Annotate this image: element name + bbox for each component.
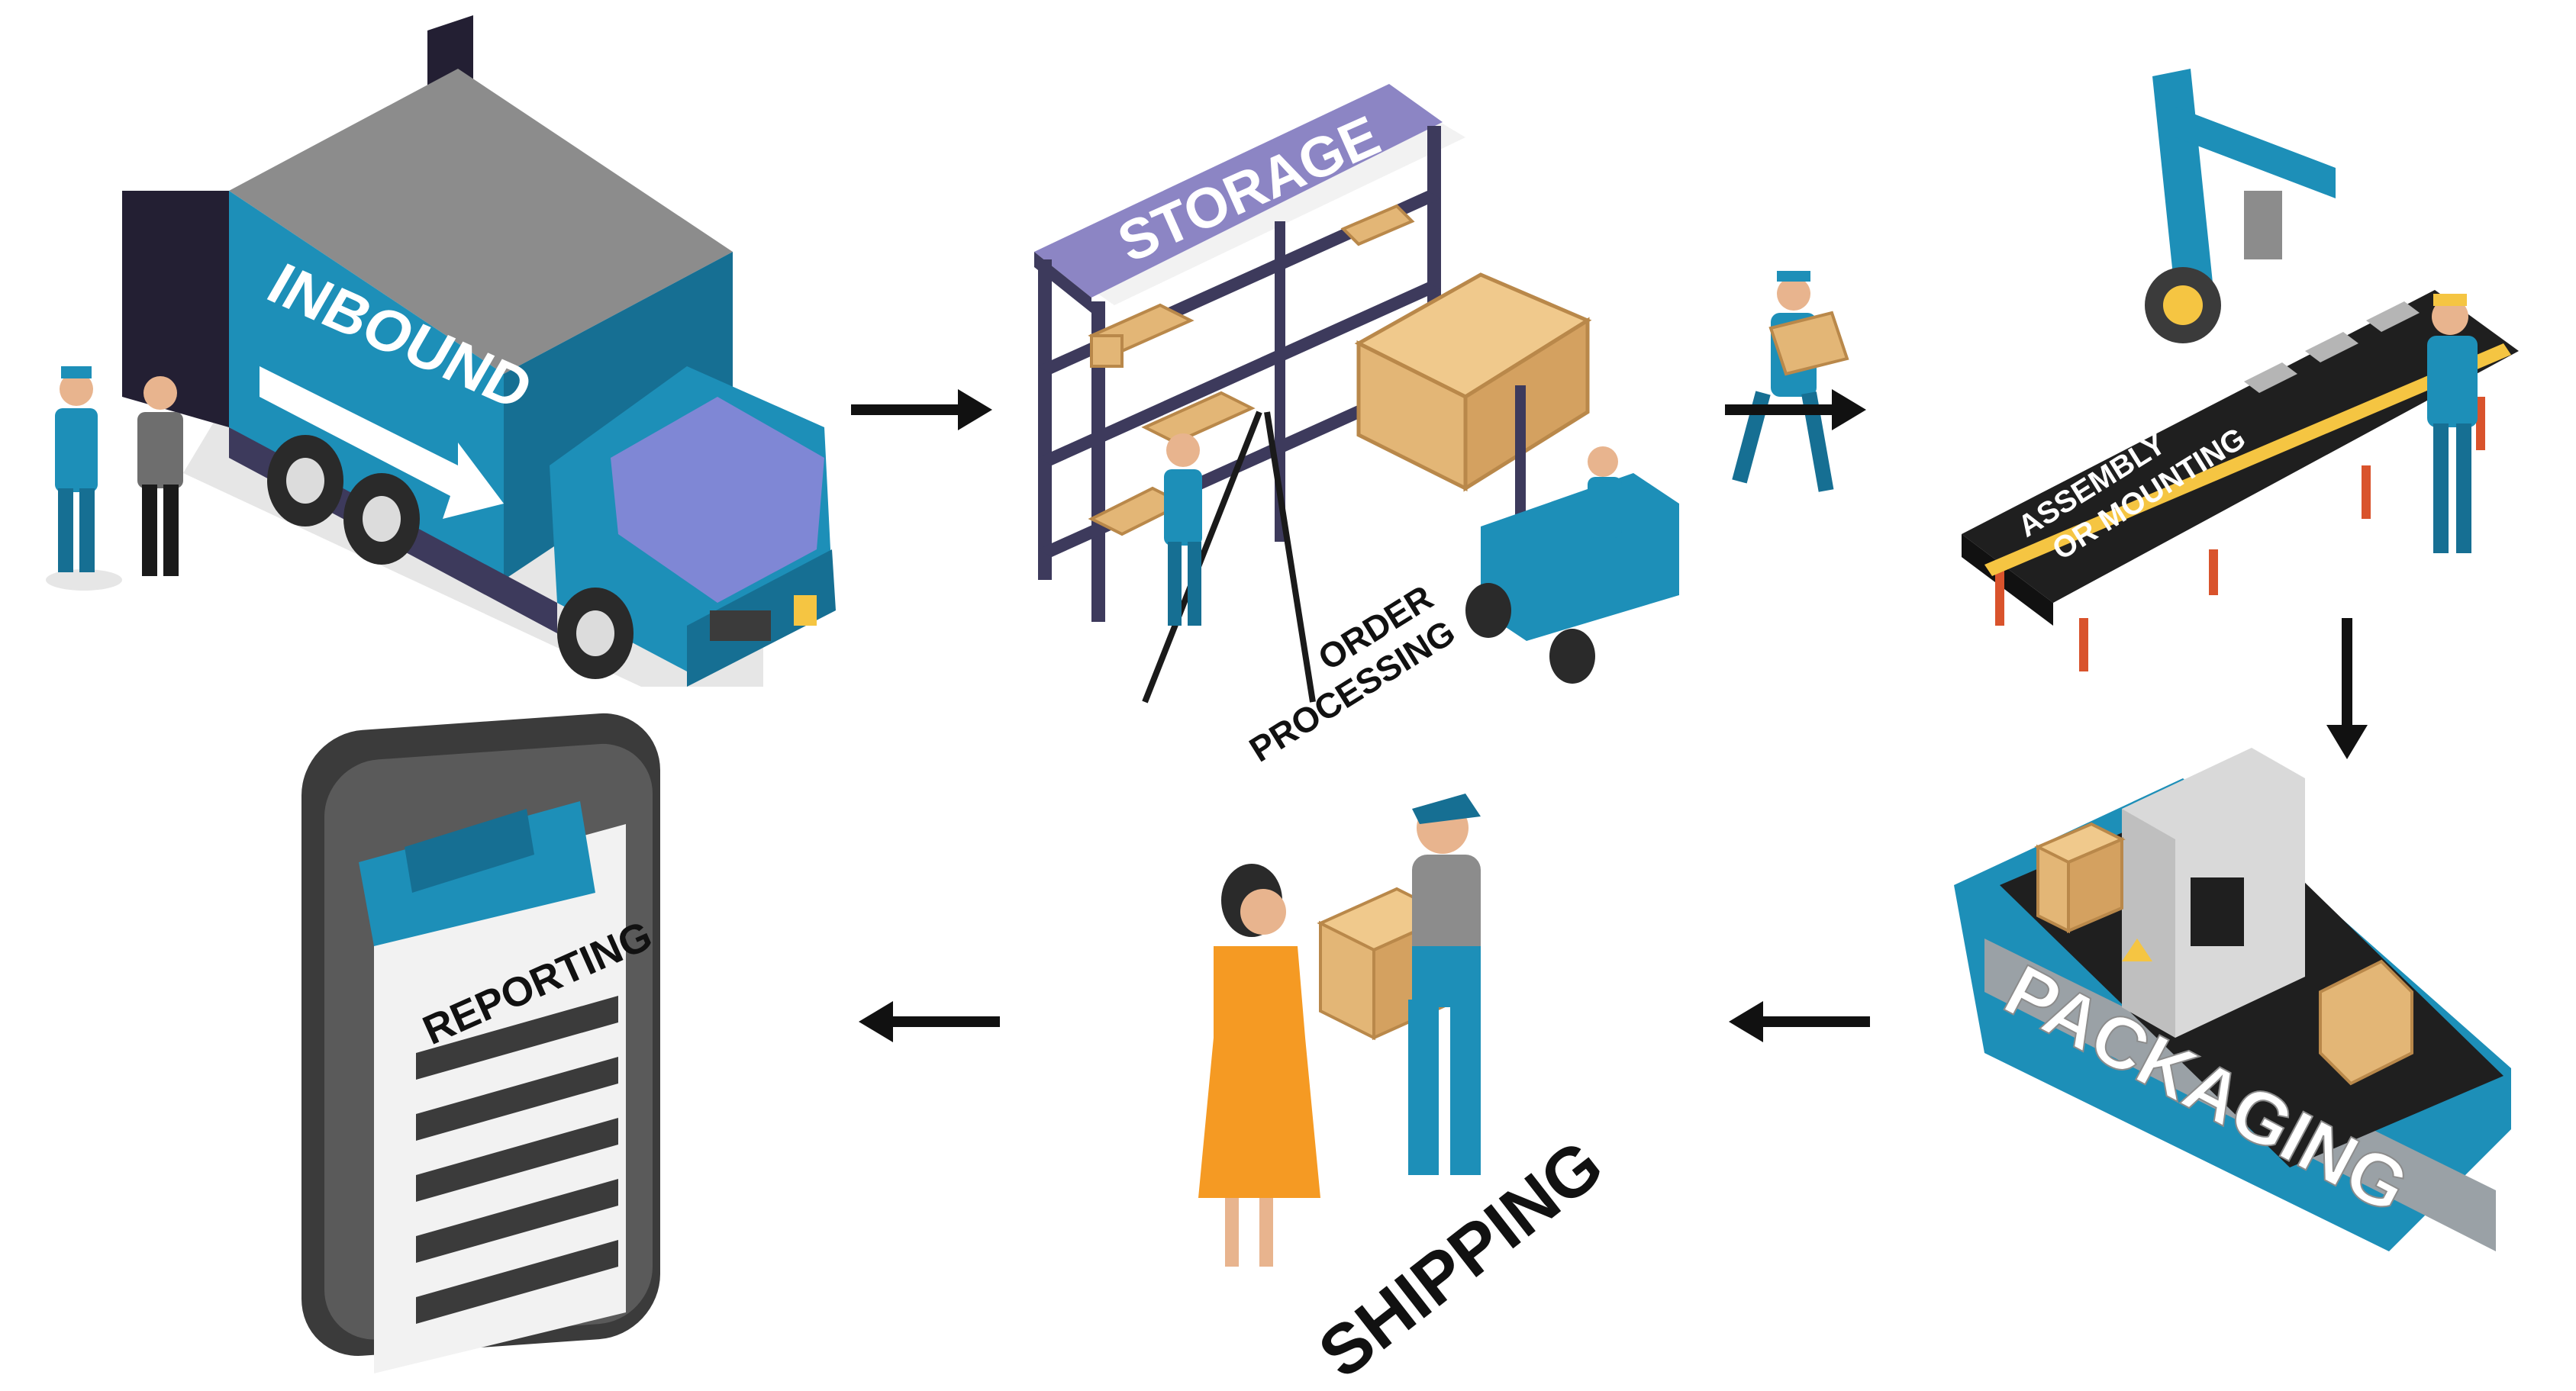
arrow-right-icon	[851, 389, 992, 430]
flow-arrows	[851, 389, 2368, 1042]
worker-figures	[46, 366, 183, 591]
arrow-right-icon	[1725, 389, 1866, 430]
inbound-arrow-icon	[260, 366, 504, 519]
storage-shelf-illustration: STORAGE ORDER PROCESSING	[1034, 84, 1679, 769]
shipping-handover-illustration: SHIPPING	[1198, 794, 1617, 1391]
reporting-clipboard-illustration: REPORTING	[301, 713, 660, 1373]
arrow-down-icon	[2326, 618, 2368, 759]
walking-worker-illustration	[1732, 271, 1849, 492]
report-lines	[416, 996, 618, 1324]
assembly-line-illustration: ASSEMBLY OR MOUNTING	[1962, 69, 2519, 671]
arrow-left-icon	[859, 1001, 1000, 1042]
inbound-truck-illustration: INBOUND	[46, 15, 836, 687]
arrow-left-icon	[1729, 1001, 1870, 1042]
packaging-line-illustration: PACKAGING	[1954, 748, 2511, 1251]
